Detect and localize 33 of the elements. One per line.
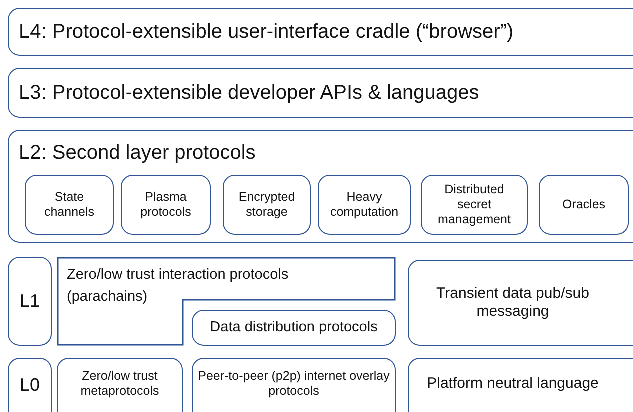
box-label: Encrypted storage: [238, 190, 296, 220]
layer-title: L2: Second layer protocols: [19, 141, 256, 165]
box-label: Oracles: [561, 198, 607, 212]
box-label: L0: [18, 374, 42, 396]
box-label: Data distribution protocols: [209, 319, 379, 337]
protocol-box: [57, 358, 183, 412]
layer-title: L3: Protocol-extensible developer APIs & languages: [19, 81, 480, 105]
box-label: Distributed secret management: [437, 182, 512, 228]
box-label: Heavy computation: [329, 190, 400, 220]
protocol-box: [121, 175, 211, 235]
protocol-box: [408, 260, 633, 346]
protocol-box: [223, 175, 311, 235]
protocol-box: [421, 175, 528, 235]
box-label: Plasma protocols: [140, 190, 192, 220]
layer-title: L4: Protocol-extensible user-interface cradle (“browser”): [19, 20, 514, 44]
layer-box: [8, 130, 633, 243]
box-label: Platform neutral language: [426, 375, 600, 393]
layer-box: [8, 68, 633, 118]
protocol-box: [408, 358, 633, 412]
layer-box: [8, 8, 633, 56]
box-label: Zero/low trust metaprotocols: [80, 369, 160, 399]
box-label: Transient data pub/sub messaging: [436, 285, 590, 321]
protocol-box: [318, 175, 411, 235]
protocol-box: [192, 310, 396, 346]
protocol-box: [192, 358, 396, 412]
protocol-box: [539, 175, 629, 235]
box-label: Peer-to-peer (p2p) internet overlay protocols: [197, 369, 391, 399]
protocol-box: [8, 257, 52, 346]
box-label: Zero/low trust interaction protocols (parachains): [67, 266, 290, 307]
box-label: State channels: [43, 190, 96, 220]
box-label: L1: [18, 290, 42, 312]
protocol-box: [25, 175, 114, 235]
protocol-box: [8, 358, 52, 412]
